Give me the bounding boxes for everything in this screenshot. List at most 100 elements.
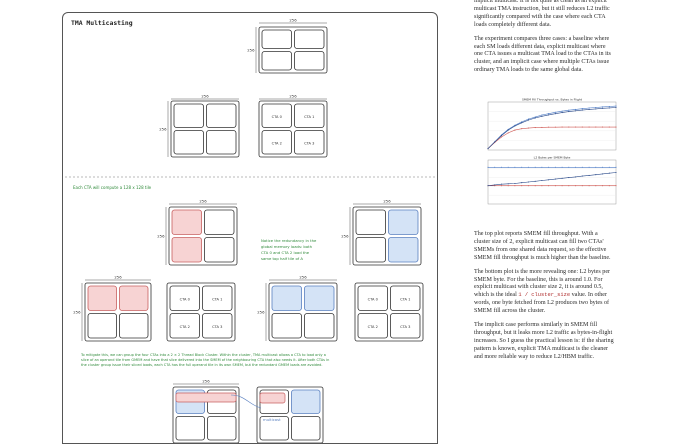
data-point <box>581 126 583 128</box>
data-point <box>507 185 509 187</box>
sliced-tile <box>175 392 237 403</box>
paragraph-bottom-plot: The bottom plot is the more revealing on… <box>474 269 624 316</box>
matrix-tile <box>294 130 325 155</box>
data-point <box>554 185 556 187</box>
data-point <box>548 126 550 128</box>
data-point <box>601 173 604 175</box>
data-point <box>615 171 617 174</box>
matrix-tile <box>357 313 388 339</box>
data-point <box>521 121 523 123</box>
data-point <box>500 185 503 187</box>
matrix-tile <box>388 237 419 263</box>
data-point <box>521 122 523 124</box>
matrix-tile <box>357 285 388 311</box>
text-line: explicit multicast with cluster size 2, … <box>474 284 603 291</box>
note-redundancy-line: Notice the redundancy in the <box>261 238 317 243</box>
text-line: one CTA issues a multicast TMA load to t… <box>474 51 611 58</box>
data-point <box>595 106 597 109</box>
data-point <box>608 166 610 168</box>
data-point <box>588 166 590 168</box>
cta-label: CTA 3 <box>400 325 410 329</box>
text-line: The implicit case performs similarly in … <box>474 322 598 329</box>
data-point <box>595 108 597 110</box>
data-point <box>548 114 550 116</box>
data-point <box>615 126 617 128</box>
data-point <box>575 110 577 112</box>
matrix-tile <box>87 313 117 339</box>
data-point <box>500 135 503 137</box>
matrix-tile <box>171 237 202 263</box>
data-point <box>581 109 583 111</box>
data-point <box>588 107 590 109</box>
dimension-label: 256 <box>201 94 209 99</box>
dimension-label: 256 <box>159 127 167 132</box>
data-point <box>514 166 516 168</box>
data-point <box>494 184 496 186</box>
text-line: SMEM fill throughput is much higher than… <box>474 254 611 261</box>
data-point <box>568 166 570 168</box>
data-point <box>561 185 563 187</box>
cta-label: CTA 3 <box>212 325 222 329</box>
ideal-value-code: 1 / cluster_size <box>518 292 571 299</box>
note-redundancy-line: global memory loads: both <box>261 244 313 249</box>
text-line: SMEM byte. For the baseline, this is aro… <box>474 276 603 283</box>
matrix-tile <box>291 389 321 414</box>
data-point <box>534 185 536 187</box>
data-point <box>561 177 563 179</box>
data-point <box>487 148 489 150</box>
data-point <box>527 185 529 187</box>
cta-label: CTA 0 <box>180 297 191 301</box>
data-point <box>514 185 516 187</box>
note-mitigate-line: slice of an operand tile from GMEM and h… <box>81 358 329 362</box>
data-point <box>541 166 543 168</box>
matrix-tile <box>294 51 325 71</box>
data-point <box>595 185 597 187</box>
matrix-tile <box>390 313 421 339</box>
data-point <box>608 107 610 109</box>
data-point <box>568 177 570 179</box>
cta-label: CTA 1 <box>304 115 314 119</box>
article-text-top: implicit multicast. It is not quite as c… <box>474 0 624 81</box>
dimension-label: 256 <box>202 379 210 384</box>
data-point <box>534 180 536 182</box>
text-line: SMEMs from one shared data request, so t… <box>474 246 607 253</box>
matrix-tile <box>204 209 235 235</box>
cta-label: CTA 2 <box>272 141 282 145</box>
data-point <box>575 166 577 168</box>
note-each-cta: Each CTA will compute a 128 x 128 tile <box>73 185 152 190</box>
data-point <box>514 182 516 185</box>
matrix-tile <box>206 130 237 155</box>
dimension-label: 256 <box>247 48 255 53</box>
data-point <box>521 185 523 187</box>
data-point <box>534 117 536 119</box>
data-point <box>554 113 556 115</box>
data-point <box>568 126 570 128</box>
cta-label: CTA 3 <box>304 141 314 145</box>
matrix-tile <box>175 416 205 441</box>
data-point <box>554 111 556 113</box>
matrix-tile <box>204 237 235 263</box>
data-point <box>541 114 543 116</box>
data-point <box>575 176 577 178</box>
matrix-tile <box>261 103 292 128</box>
matrix-tile <box>202 285 233 311</box>
note-redundancy-line: same top half tile of A <box>261 256 303 261</box>
data-point <box>487 185 489 187</box>
cta-label: CTA 1 <box>400 297 410 301</box>
text-line: ordinary TMA loads to the same global da… <box>474 67 583 74</box>
data-point <box>568 109 570 111</box>
data-point <box>507 183 509 185</box>
data-point <box>588 108 590 110</box>
matrix-tile <box>261 51 292 71</box>
matrix-tile <box>207 416 237 441</box>
text-line: each SM loads different data, explicit m… <box>474 43 606 50</box>
matrix-tile <box>271 285 302 311</box>
data-point <box>521 182 523 184</box>
data-point <box>608 126 610 128</box>
text-line: words, one byte fetched from L2 produces… <box>474 300 610 307</box>
data-point <box>608 105 610 108</box>
text-line: The top plot reports SMEM fill throughpu… <box>474 231 598 237</box>
matrix-tile <box>261 29 292 49</box>
